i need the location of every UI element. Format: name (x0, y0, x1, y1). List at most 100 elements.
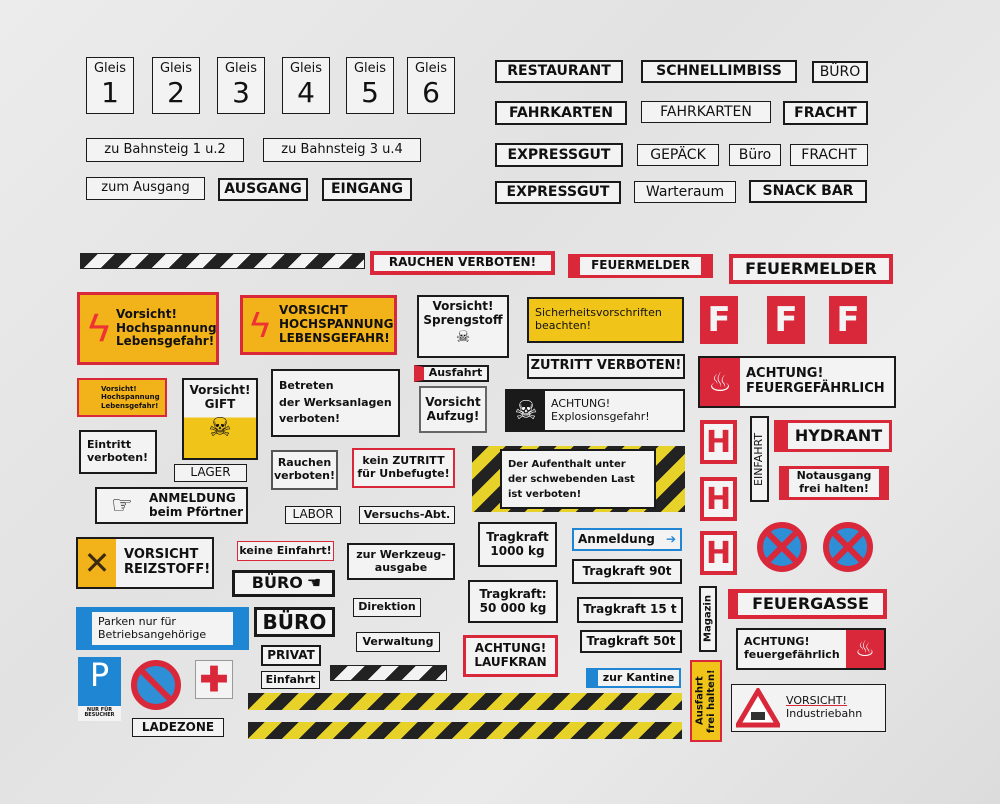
no-stopping-sign (823, 522, 873, 572)
fracht-sign: FRACHT (783, 101, 868, 125)
ladezone-sign: LADEZONE (132, 718, 224, 737)
tragkraft-90t-sign: Tragkraft 90t (572, 559, 682, 584)
gleis-label: Gleis (289, 60, 323, 76)
gleis-number: 3 (232, 75, 250, 109)
snack-bar-sign: SNACK BAR (749, 180, 867, 203)
gleis-label: Gleis (414, 60, 448, 76)
gleis-number: 4 (297, 75, 315, 109)
text-line: LAUFKRAN (474, 655, 547, 669)
text-line: ANMELDUNG (149, 490, 236, 505)
text-line: VORSICHT (124, 547, 199, 563)
text-line: für Unbefugte! (357, 467, 450, 480)
f-sign: F (767, 296, 805, 344)
text-line: Aufzug! (426, 408, 480, 423)
text-line: der schwebenden Last (508, 473, 635, 485)
feuermelder-arrow-sign: FEUERMELDER (568, 254, 713, 278)
h-sign: H (700, 531, 737, 575)
text-line: Parken nur für (98, 614, 176, 628)
h-sign: H (700, 420, 737, 464)
text-line: Sprengstoff (423, 312, 503, 327)
text-line: 50 000 kg (479, 600, 547, 615)
text-line: Der Aufenthalt unter (508, 458, 626, 470)
expressgut-sign: EXPRESSGUT (495, 143, 623, 167)
einfahrt-vertical-sign: EINFAHRT (750, 416, 769, 502)
ausgang-sign: AUSGANG (218, 178, 308, 201)
buero-hand-sign: BÜRO☚ (232, 570, 335, 597)
zur-kantine-sign: zur Kantine (586, 668, 681, 688)
hazard-stripe-yellow-long (248, 722, 682, 739)
schnellimbiss-sign: SCHNELLIMBISS (641, 60, 797, 83)
skull-icon: ☠ (507, 391, 545, 430)
text-line: ACHTUNG! (744, 635, 810, 649)
gleis-label: Gleis (224, 60, 258, 76)
werkzeugausgabe-sign: zur Werkzeug-ausgabe (347, 543, 455, 580)
text-line: Rauchen (277, 456, 332, 470)
gleis-number: 5 (361, 75, 379, 109)
anmeldung-arrow-sign: Anmeldung➔ (572, 528, 682, 551)
lightning-bolt-icon: ϟ (250, 304, 270, 345)
laufkran-sign: ACHTUNG!LAUFKRAN (463, 635, 558, 677)
text-line: ACHTUNG! (746, 366, 824, 382)
text-line: Eintritt (87, 438, 132, 452)
ausfahrt-arrow-sign: Ausfahrt (414, 365, 489, 382)
text-line: beachten! (535, 319, 591, 332)
gleis-label: Gleis (93, 60, 127, 76)
buero-label: BÜRO (251, 573, 303, 593)
text-line: ausgabe (374, 560, 428, 574)
no-stopping-sign (757, 522, 807, 572)
text-line: Explosionsgefahr! (551, 409, 650, 423)
text-line: Notausgang (796, 469, 872, 483)
irritant-x-icon: ✕ (78, 539, 116, 587)
text-line: REIZSTOFF! (124, 562, 211, 577)
direktion-sign: Direktion (353, 598, 421, 617)
text-line: verboten! (87, 451, 149, 464)
flame-icon: ♨ (846, 630, 884, 668)
text-line: Lebensgefahr! (116, 334, 215, 349)
parking-p-sign: P NUR FÜR BESUCHER (78, 657, 121, 721)
rauchen-verboten-sign: RAUCHEN VERBOTEN! (370, 251, 555, 275)
f-sign: F (700, 296, 738, 344)
text-line: FEUERGEFÄHRLICH (746, 381, 885, 396)
text-line: Lebensgefahr! (101, 401, 159, 410)
text-line: GIFT (204, 396, 236, 411)
eingang-sign: EINGANG (322, 178, 412, 201)
feuermelder-sign: FEUERMELDER (729, 254, 893, 284)
text-line: ACHTUNG! (474, 641, 547, 656)
text-line: Tragkraft: (479, 586, 547, 601)
lightning-bolt-icon: ϟ (88, 305, 110, 350)
text-line: Hochspannung (116, 320, 217, 335)
text-line: Vorsicht (425, 394, 481, 409)
text-line: VORSICHT (279, 303, 348, 318)
text-line: ist verboten! (508, 488, 582, 500)
versuchs-abt-sign: Versuchs-Abt. (359, 506, 455, 524)
keine-einfahrt-sign: keine Einfahrt! (237, 541, 334, 561)
arrow-right-icon: ➔ (665, 531, 676, 546)
hazard-stripe-black-white (80, 253, 365, 269)
gleis-number: 2 (167, 75, 185, 109)
text-line: Betreten (279, 379, 334, 393)
warteraum-sign: Warteraum (634, 181, 736, 203)
fracht-thin-sign: FRACHT (790, 144, 868, 166)
gift-sign: Vorsicht!GIFT ☠ (182, 378, 258, 460)
tragkraft-15t-sign: Tragkraft 15 t (577, 597, 683, 623)
text-line: Vorsicht! (116, 306, 177, 321)
no-parking-sign (131, 660, 181, 710)
text-line: Sicherheitsvorschriften (535, 306, 662, 320)
lager-arrow-sign: LAGER (174, 464, 247, 482)
labor-sign: LABOR (285, 506, 341, 524)
